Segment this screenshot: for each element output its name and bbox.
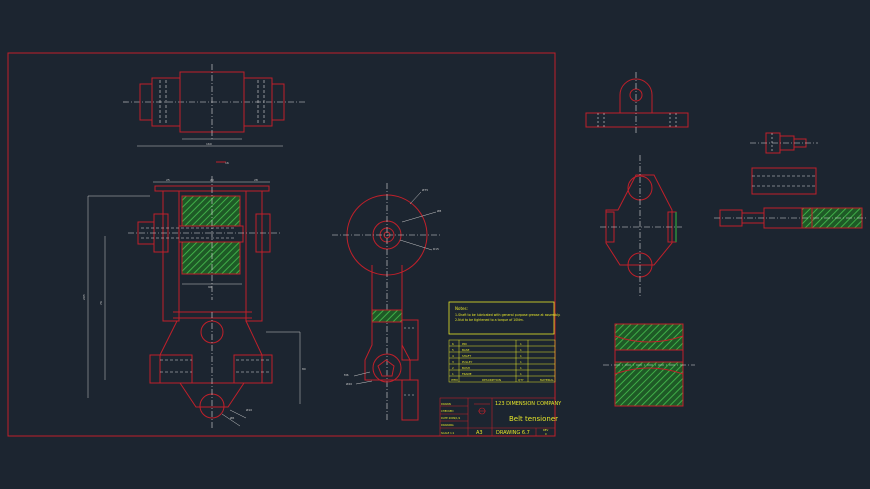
part-qty: 1 (520, 348, 522, 352)
revision-label: REV (543, 428, 548, 432)
dim-arm-outer: Ø75 (422, 187, 428, 192)
parts-list (448, 339, 556, 383)
dim-front-3: 28 (254, 178, 258, 182)
part-desc: BASE (462, 348, 470, 352)
dim-front-inner: 76 (99, 301, 103, 305)
top-view (123, 64, 307, 163)
notes-line-1: 1-Shaft to be lubricated with general pu… (455, 313, 560, 317)
company-name: 123 DIMENSION COMPANY (495, 401, 562, 407)
dim-arm-bore: Ø8 (437, 208, 441, 213)
title-row-date: DATE 2009/1/1 (441, 416, 461, 420)
part-item: 6 (452, 342, 454, 346)
part-desc: PIN (462, 342, 467, 346)
detail-shaft (714, 132, 866, 229)
part-desc: SHAFT (462, 354, 471, 358)
part-desc: FRAME (462, 372, 472, 376)
dim-front-height: 205 (82, 294, 86, 300)
title-row-scale: SCALE 1:1 (441, 431, 455, 435)
part-qty: 1 (520, 360, 522, 364)
notes-heading: Notes: (455, 306, 468, 311)
detail-frame-view (600, 155, 682, 298)
part-qty: 1 (520, 354, 522, 358)
parts-list-text: 6 PIN 1 5 BASE 1 4 SHAFT 1 3 PULLEY 1 2 … (451, 342, 554, 382)
revision-value: 0 (545, 432, 547, 436)
notes-line-2: 2-Nut to be tightened to a torque of 10N… (455, 318, 524, 322)
title-block (439, 397, 556, 437)
part-item: 1 (452, 372, 454, 376)
parts-header-desc: DESCRIPTION (482, 378, 501, 382)
part-item: 2 (452, 366, 454, 370)
dim-front-1: 25 (166, 178, 170, 182)
title-row-drawing: DRAWING (441, 423, 454, 427)
title-row-drawn: DRAWN (441, 402, 451, 406)
part-item: 4 (452, 354, 454, 358)
part-item: 5 (452, 348, 454, 352)
title-block-text: DRAWN CHECKED DATE 2009/1/1 DRAWING SCAL… (441, 401, 562, 436)
detail-pulley-section (603, 323, 695, 407)
detail-base-top (585, 72, 689, 134)
dim-front-note-b: Ø6 (230, 415, 234, 420)
notes-box: Notes: 1-Shaft to be lubricated with gen… (448, 301, 560, 335)
dim-top-overall: 160 (206, 142, 212, 146)
part-desc: BUSH (462, 366, 470, 370)
dim-arm-thread: M6 (344, 373, 349, 377)
front-section-view (87, 176, 301, 428)
parts-header-item: ITEM (451, 378, 458, 382)
dim-front-note-a: Ø10 (246, 407, 252, 412)
dim-arm-pin: Ø20 (346, 381, 352, 386)
sheet-size: A3 (476, 430, 483, 436)
dim-top-short: 16 (225, 161, 229, 165)
part-desc: PULLEY (462, 360, 473, 364)
dim-arm-radius: R15 (433, 247, 439, 251)
parts-header-material: MATERIAL (540, 378, 554, 382)
part-qty: 1 (520, 366, 522, 370)
side-view-arm (332, 183, 442, 421)
dim-front-pulley: 90 (208, 285, 212, 289)
title-row-checked: CHECKED (441, 409, 454, 413)
dim-front-2: 20 (210, 178, 214, 182)
dim-front-side: 80 (302, 367, 306, 371)
drawing-number: DRAWING 6.7 (496, 430, 530, 436)
part-item: 3 (452, 360, 454, 364)
drawing-title: Belt tensioner (509, 415, 558, 423)
part-qty: 1 (520, 372, 522, 376)
parts-header-qty: QTY (518, 378, 524, 382)
sheet-border (7, 52, 556, 437)
part-qty: 1 (520, 342, 522, 346)
